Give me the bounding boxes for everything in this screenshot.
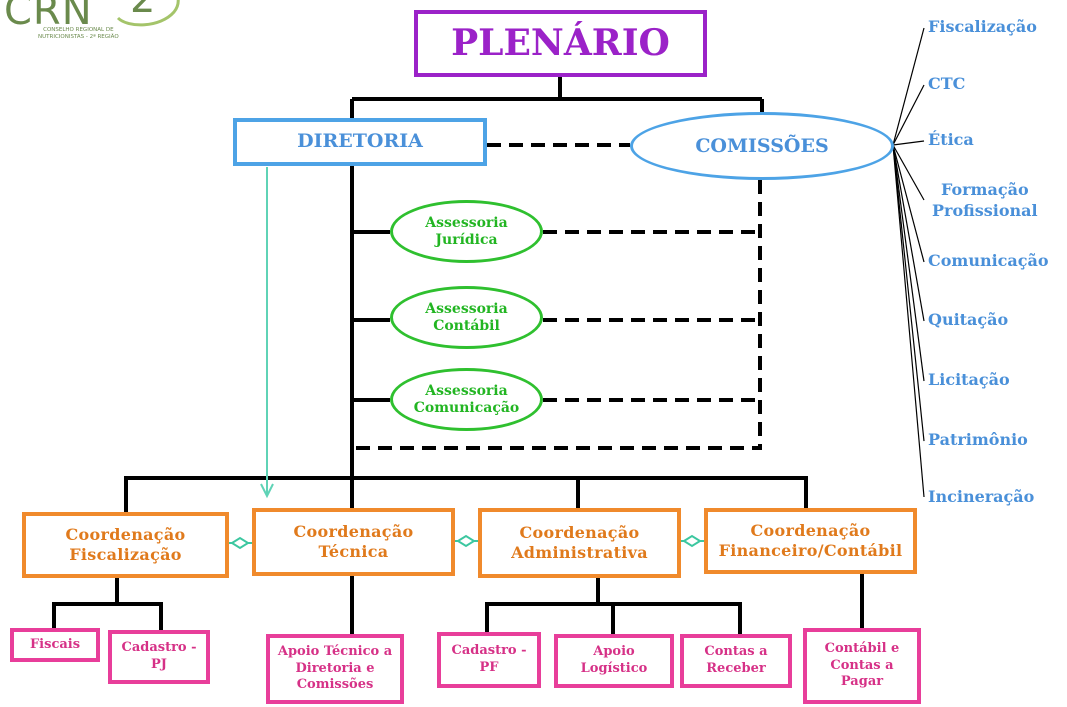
coordenacao-financeiro-contabil: Coordenação Financeiro/Contábil (704, 508, 917, 574)
assessoria-label: Assessoria Comunicação (413, 382, 520, 416)
setor-label: Apoio Logístico (580, 644, 648, 676)
plenario-label: PLENÁRIO (451, 22, 670, 64)
setor-cadastro-pj: Cadastro - PJ (108, 630, 210, 684)
comissao-licitacao: Licitação (928, 370, 1010, 389)
assessoria-label: Assessoria Jurídica (425, 214, 508, 248)
comissao-fiscalizacao: Fiscalização (928, 17, 1037, 36)
setor-label: Apoio Técnico a Diretoria e Comissões (277, 643, 393, 693)
setor-label: Contábil e Contas a Pagar (824, 640, 900, 690)
logo-text: CRN (4, 0, 93, 34)
comissao-comunicacao: Comunicação (928, 251, 1049, 270)
coordenacao-tecnica: Coordenação Técnica (252, 508, 455, 576)
comissoes-ellipse: COMISSÕES (630, 112, 894, 180)
crn-logo: CRN 2 CONSELHO REGIONAL DE NUTRICIONISTA… (0, 0, 190, 42)
assessoria-label: Assessoria Contábil (425, 300, 508, 334)
setor-label: Contas a Receber (704, 644, 768, 676)
diamond-2-3 (455, 534, 478, 548)
comissoes-fan-lines (892, 27, 925, 498)
setor-cadastro-pf: Cadastro - PF (437, 632, 541, 688)
comissao-etica: Ética (928, 130, 974, 149)
coordenacao-label: Coordenação Fiscalização (65, 525, 186, 564)
assessoria-juridica: Assessoria Jurídica (390, 200, 543, 263)
assessoria-contabil: Assessoria Contábil (390, 286, 543, 349)
coordenacao-label: Coordenação Financeiro/Contábil (718, 521, 903, 560)
setor-contas-receber: Contas a Receber (680, 634, 792, 688)
assessoria-comunicacao: Assessoria Comunicação (390, 368, 543, 431)
teal-arrowhead (260, 483, 274, 499)
coordenacao-administrativa: Coordenação Administrativa (478, 508, 681, 578)
setor-fiscais: Fiscais (10, 628, 100, 662)
comissao-formacao-profissional: Formação Profissional (932, 180, 1038, 220)
comissao-ctc: CTC (928, 74, 966, 93)
diamond-3-4 (681, 534, 704, 548)
comissao-incineracao: Incineração (928, 487, 1035, 506)
setor-label: Cadastro - PF (451, 643, 527, 675)
comissao-patrimonio: Patrimônio (928, 430, 1028, 449)
setor-label: Fiscais (29, 636, 81, 652)
coordenacao-label: Coordenação Técnica (293, 522, 414, 561)
setor-contabil-contas-pagar: Contábil e Contas a Pagar (803, 628, 921, 704)
setor-label: Cadastro - PJ (121, 640, 197, 672)
svg-text:2: 2 (130, 0, 155, 22)
setor-apoio-tecnico: Apoio Técnico a Diretoria e Comissões (266, 634, 404, 704)
diretoria-label: DIRETORIA (297, 130, 423, 153)
plenario-box: PLENÁRIO (414, 10, 707, 77)
comissoes-label: COMISSÕES (695, 135, 829, 157)
setor-apoio-logistico: Apoio Logístico (554, 634, 674, 688)
logo-swirl-icon: 2 (116, 0, 180, 27)
comissao-quitacao: Quitação (928, 310, 1009, 329)
coordenacao-label: Coordenação Administrativa (511, 523, 648, 562)
diretoria-box: DIRETORIA (233, 118, 487, 166)
diamond-1-2 (229, 536, 252, 550)
logo-subtitle: CONSELHO REGIONAL DE NUTRICIONISTAS - 2ª… (38, 27, 119, 40)
coordenacao-fiscalizacao: Coordenação Fiscalização (22, 512, 229, 578)
